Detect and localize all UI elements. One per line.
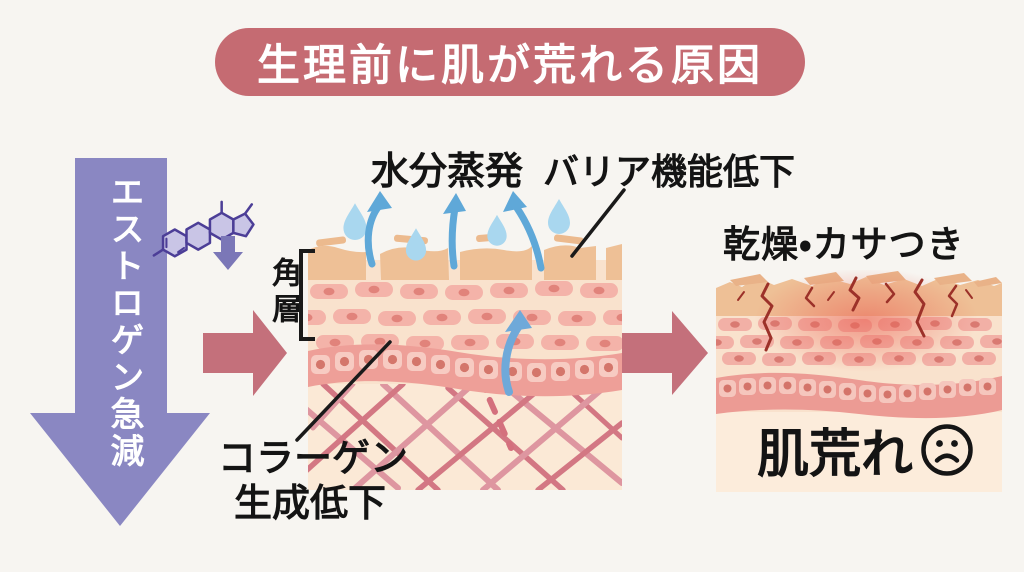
estrogen-decrease-label: エストロゲン急減 <box>105 174 143 470</box>
collagen-decline-label: コラーゲン 生成低下 <box>218 437 408 527</box>
rough-skin-label: 肌荒れ <box>757 426 914 484</box>
sad-face-icon <box>921 423 973 476</box>
flow-arrow-right <box>620 311 708 395</box>
water-evaporation-label: 水分蒸発 <box>371 151 524 193</box>
collagen-label-line1: コラーゲン <box>218 438 409 480</box>
barrier-function-label: バリア機能低下 <box>543 151 796 192</box>
evaporation-arrow-icons <box>364 191 545 272</box>
basal-layer-cells <box>311 350 618 382</box>
inflammation-glow <box>754 270 978 372</box>
barrier-annotation-line <box>570 188 626 258</box>
basal-layer-cells-damaged <box>719 377 996 403</box>
collagen-fibers <box>308 384 622 490</box>
water-droplet-icons <box>343 199 570 261</box>
stratum-corneum-label: 角層 <box>267 257 300 329</box>
rough-skin-caption: 肌荒れ <box>757 412 975 487</box>
estrogen-molecule-icon <box>152 200 255 258</box>
epidermis-cells <box>308 281 622 351</box>
stratum-corneum-layer <box>308 232 622 280</box>
skin-cross-section-before <box>308 191 622 490</box>
flow-arrow-left <box>203 310 287 396</box>
title-banner: 生理前に肌が荒れる原因 <box>215 28 805 96</box>
moisture-rise-arrow-icon <box>501 310 532 396</box>
decrease-arrow-icon <box>213 236 243 270</box>
collagen-label-line2: 生成低下 <box>234 483 387 525</box>
page-title: 生理前に肌が荒れる原因 <box>257 42 763 90</box>
skin-cracks <box>737 276 973 352</box>
dryness-label: 乾燥・カサつき <box>723 224 965 265</box>
collagen-annotation-line <box>295 340 392 442</box>
stratum-corneum-bracket <box>299 249 315 341</box>
